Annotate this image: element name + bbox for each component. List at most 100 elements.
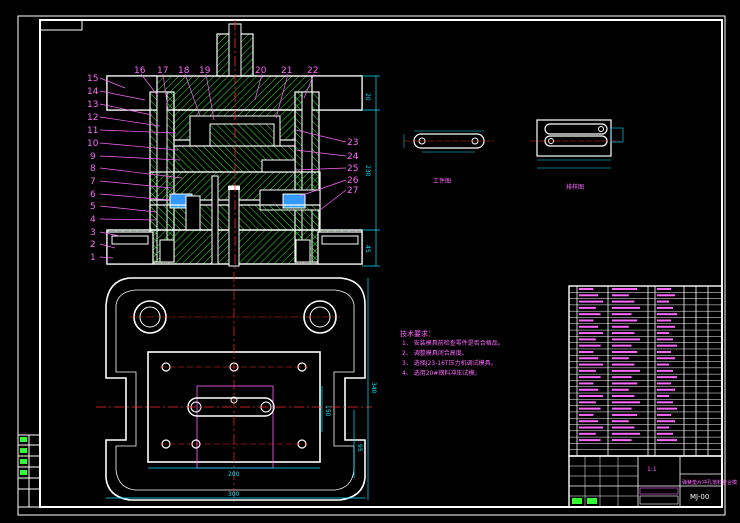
part-label: 5	[90, 202, 96, 212]
dimension-text: 200	[228, 471, 240, 478]
table-cell-text	[657, 294, 675, 297]
table-cell-text	[612, 332, 635, 335]
table-cell-text	[612, 413, 638, 416]
dimension-text: 230	[364, 165, 371, 177]
table-cell-text	[579, 357, 599, 360]
table-cell-text	[579, 376, 601, 379]
tech-req-item: 4、 选用20#钢料冲压试模。	[402, 369, 480, 377]
table-cell-text	[579, 288, 594, 290]
table-cell-text	[579, 344, 601, 347]
table-cell-text	[657, 319, 671, 322]
part-label: 9	[90, 152, 96, 162]
table-cell-text	[612, 363, 635, 366]
part-label: 16	[134, 66, 146, 76]
part-label: 8	[90, 164, 96, 174]
table-cell-text	[579, 300, 603, 303]
technical-requirements: 技术要求： 1、 安装模具前检查零件是否合格品。 2、 调整模具闭合高度。 3、…	[400, 329, 504, 377]
table-cell-text	[657, 332, 669, 335]
table-cell-text	[657, 376, 677, 379]
table-cell-text	[579, 413, 594, 416]
table-cell-text	[612, 300, 635, 303]
table-cell-text	[579, 369, 596, 372]
table-cell-text	[579, 407, 601, 410]
section-view	[106, 20, 363, 272]
table-cell-text	[657, 306, 673, 309]
part-label: 3	[90, 228, 96, 238]
table-cell-text	[612, 388, 629, 391]
table-cell-text	[657, 413, 671, 416]
part-label: 7	[90, 177, 96, 187]
part-label: 1	[90, 253, 96, 263]
table-cell-text	[612, 369, 640, 372]
table-cell-text	[579, 432, 596, 435]
table-cell-text	[579, 325, 599, 328]
part-label: 14	[87, 87, 99, 97]
table-cell-text	[612, 344, 632, 347]
table-cell-text	[612, 313, 632, 316]
dimension-text: 300	[228, 491, 240, 498]
dimension-text: 340	[370, 382, 377, 394]
table-cell-text	[657, 432, 673, 435]
outer-frame	[17, 15, 726, 516]
table-cell-text	[579, 439, 601, 442]
tech-req-item: 3、 选择J23-16T压力机调试模具。	[402, 359, 497, 367]
part-label: 18	[178, 66, 190, 76]
leader-lines	[99, 73, 347, 259]
table-cell-text	[657, 401, 673, 404]
table-cell-text	[657, 420, 675, 423]
part-label: 13	[87, 100, 98, 110]
left-margin-table	[17, 434, 41, 508]
table-cell-text	[612, 426, 635, 429]
table-cell-text	[612, 288, 638, 290]
table-cell-text	[579, 313, 601, 316]
table-cell-text	[657, 338, 673, 341]
part-label: 11	[87, 126, 98, 136]
table-cell-text	[579, 338, 596, 341]
table-cell-text	[612, 350, 638, 353]
table-cell-text	[657, 288, 671, 290]
part-label: 26	[347, 176, 359, 186]
part-label: 4	[90, 215, 96, 225]
tech-req-title: 技术要求：	[400, 329, 435, 338]
layout-caption: 排样图	[566, 183, 584, 191]
strip-layout-drawing	[530, 119, 624, 169]
part-labels-top: 16 17 18 19 20 21 22	[134, 66, 318, 76]
table-cell-text	[579, 395, 603, 398]
table-cell-text	[612, 439, 632, 442]
drawing-name: 弹簧垫片冲孔落料复合模	[682, 479, 737, 486]
table-cell-text	[612, 395, 635, 398]
part-label: 22	[307, 66, 318, 76]
table-cell-text	[579, 319, 594, 322]
workpiece-caption: 工件图	[433, 177, 451, 185]
table-cell-text	[612, 407, 632, 410]
table-cell-text	[612, 382, 638, 385]
part-label: 23	[347, 138, 358, 148]
table-cell-text	[657, 300, 669, 303]
table-cell-text	[579, 401, 596, 404]
table-cell-text	[612, 357, 629, 360]
title-block: 1:1 弹簧垫片冲孔落料复合模 MJ-00	[568, 455, 737, 508]
table-cell-text	[579, 420, 599, 423]
table-cell-text	[657, 350, 671, 353]
dimension-text: 45	[364, 245, 371, 253]
table-cell-text	[579, 426, 603, 429]
tech-req-item: 2、 调整模具闭合高度。	[402, 349, 468, 357]
part-label: 27	[347, 186, 358, 196]
part-label: 21	[281, 66, 292, 76]
table-cell-text	[657, 426, 669, 429]
table-cell-text	[657, 407, 677, 410]
title-block-scale: 1:1	[647, 466, 657, 473]
part-label: 17	[157, 66, 168, 76]
inner-frame	[39, 19, 723, 508]
part-labels-left: 15 14 13 12 11 10 9 8 7 6 5 4 3 2 1	[87, 74, 99, 263]
parts-list-table	[568, 285, 723, 457]
part-label: 2	[90, 240, 96, 250]
table-cell-text	[657, 369, 673, 372]
plan-view	[96, 272, 372, 502]
table-cell-text	[657, 325, 675, 328]
table-cell-text	[579, 332, 603, 335]
part-label: 20	[255, 66, 267, 76]
part-label: 19	[199, 66, 211, 76]
table-cell-text	[612, 338, 640, 341]
part-label: 25	[347, 164, 358, 174]
